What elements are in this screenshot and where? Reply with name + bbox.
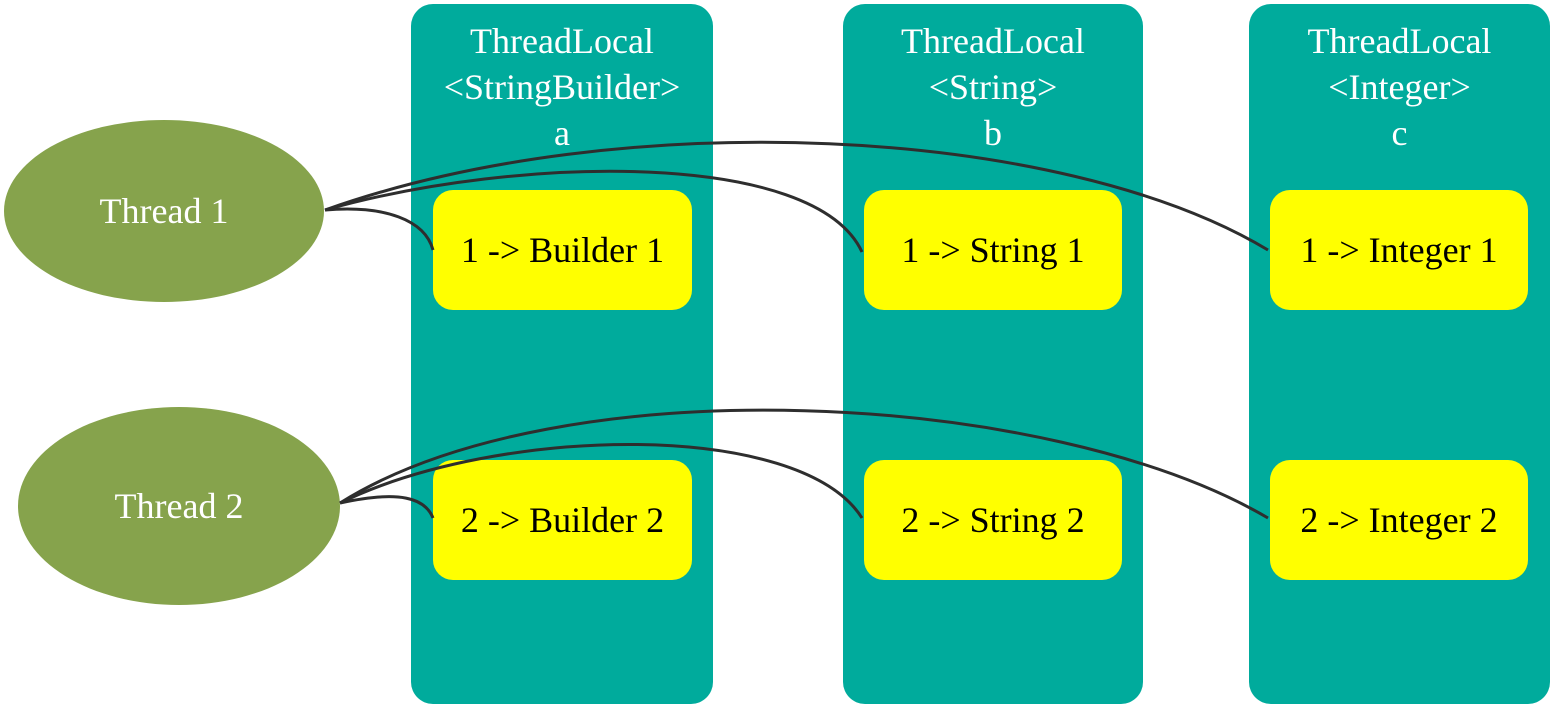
column-title-line1: ThreadLocal xyxy=(901,21,1085,61)
threadlocal-column-a: ThreadLocal <StringBuilder> a 1 -> Build… xyxy=(411,4,713,704)
column-title-line1: ThreadLocal xyxy=(470,21,654,61)
column-title-line1: ThreadLocal xyxy=(1307,21,1492,61)
column-title-line2: <StringBuilder> xyxy=(443,67,681,107)
entry-integer-1: 1 -> Integer 1 xyxy=(1270,190,1528,310)
thread-1-node: Thread 1 xyxy=(4,120,324,302)
column-variable-name: c xyxy=(1391,113,1408,153)
threadlocal-column-b: ThreadLocal <String> b 1 -> String 1 2 -… xyxy=(843,4,1143,704)
column-title-c: ThreadLocal <Integer> c xyxy=(1249,18,1550,156)
column-title-line2: <String> xyxy=(928,67,1058,107)
entry-builder-1: 1 -> Builder 1 xyxy=(433,190,692,310)
thread-2-node: Thread 2 xyxy=(18,407,340,605)
threadlocal-column-c: ThreadLocal <Integer> c 1 -> Integer 1 2… xyxy=(1249,4,1550,704)
entry-string-2: 2 -> String 2 xyxy=(864,460,1122,580)
column-variable-name: b xyxy=(984,113,1002,153)
entry-integer-2: 2 -> Integer 2 xyxy=(1270,460,1528,580)
column-title-line2: <Integer> xyxy=(1328,67,1471,107)
entry-string-1: 1 -> String 1 xyxy=(864,190,1122,310)
column-title-b: ThreadLocal <String> b xyxy=(843,18,1143,156)
entry-builder-2: 2 -> Builder 2 xyxy=(433,460,692,580)
column-title-a: ThreadLocal <StringBuilder> a xyxy=(411,18,713,156)
column-variable-name: a xyxy=(554,113,570,153)
